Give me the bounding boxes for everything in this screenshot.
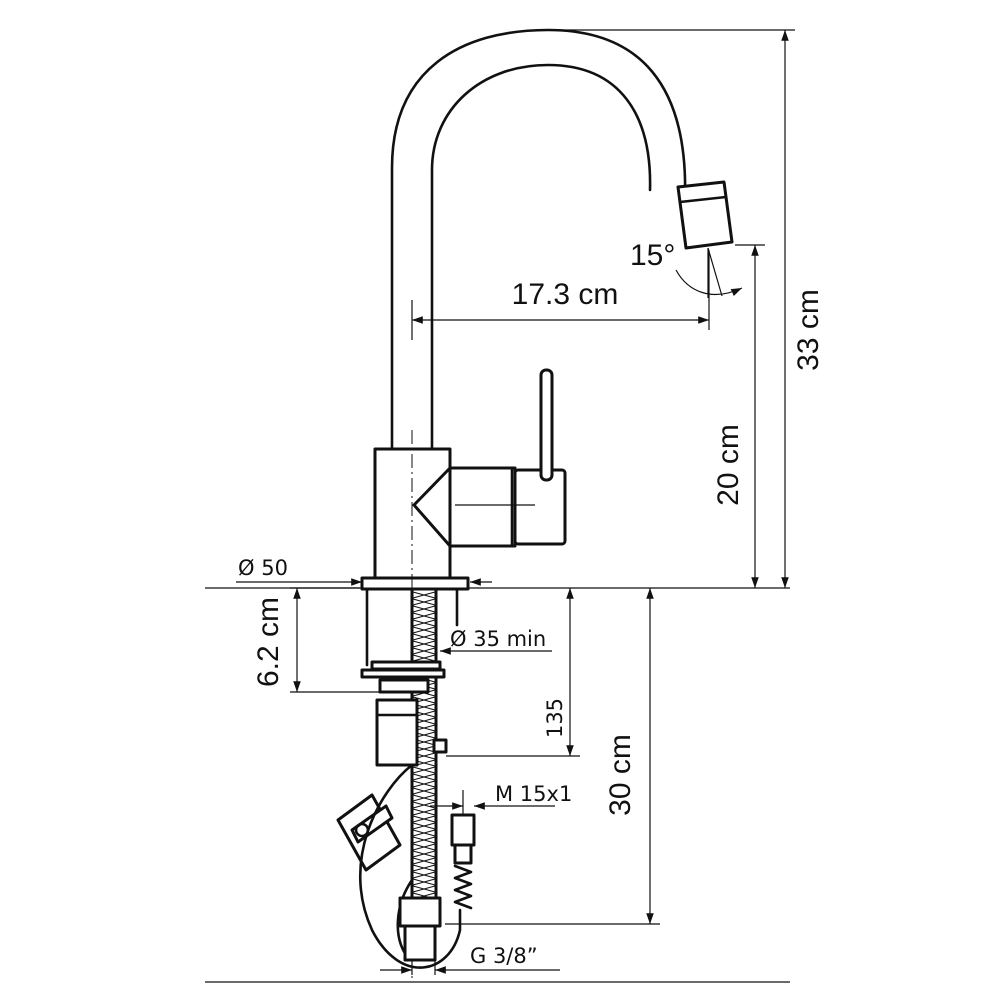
hose-braid-mark — [412, 864, 436, 872]
hose-braid-mark — [412, 885, 436, 893]
hose-braid-mark — [412, 815, 436, 823]
hose-braid-mark — [412, 808, 436, 816]
label-spout-reach: 17.3 cm — [512, 278, 619, 311]
label-hose-thread: M 15x1 — [495, 782, 572, 806]
label-shank-dim: 135 — [543, 698, 567, 738]
spout-outer — [390, 28, 687, 451]
fixing-washer — [370, 660, 442, 671]
hose-braid-mark — [412, 857, 436, 865]
mounting-nut — [375, 698, 419, 767]
hose-loop — [358, 763, 462, 969]
base-plate — [360, 576, 470, 591]
label-hole-diameter: Ø 35 min — [450, 627, 546, 651]
hose-braid-mark — [412, 612, 436, 620]
handle-cartridge — [448, 466, 517, 548]
hose-braid-mark — [412, 843, 436, 851]
lever — [539, 368, 554, 482]
hose-braid-mark — [412, 640, 436, 648]
hose-braid-mark — [412, 829, 436, 837]
label-total-height: 33 cm — [792, 289, 825, 371]
hose-braid-mark — [412, 696, 436, 704]
hose-braid-mark — [412, 591, 436, 599]
hose-braid-mark — [412, 773, 436, 781]
hose-braid-mark — [412, 647, 436, 655]
hose-braid-mark — [412, 801, 436, 809]
supply-hose-nut — [450, 813, 476, 847]
label-shank-length: 6.2 cm — [252, 597, 285, 687]
hose-braid-mark — [412, 871, 436, 879]
hose-braid-mark — [412, 619, 436, 627]
label-base-diameter: Ø 50 — [238, 556, 288, 580]
hose-braid-mark — [412, 780, 436, 788]
hose-braid-mark — [412, 598, 436, 606]
hose-braid-mark — [412, 836, 436, 844]
label-spray-angle: 15° — [630, 239, 675, 272]
dimension-labels: 33 cm 20 cm 17.3 cm 15° Ø 50 Ø 35 min 6.… — [238, 239, 825, 968]
hose-braid-mark — [412, 605, 436, 613]
hose-braid-mark — [412, 633, 436, 641]
under-counter-parts — [205, 587, 790, 983]
faucet-body — [205, 28, 790, 980]
label-connection: G 3/8” — [470, 944, 538, 968]
hose-braid-mark — [412, 794, 436, 802]
hose-braid-mark — [412, 850, 436, 858]
supply-hose-spring — [453, 864, 473, 910]
bottom-connector — [398, 896, 442, 928]
hose-braid-mark — [412, 787, 436, 795]
hose-braid-mark — [412, 878, 436, 886]
spout-inner — [430, 63, 652, 451]
hose-braid-mark — [412, 654, 436, 662]
hose-braid-mark — [412, 766, 436, 774]
hose-braid-mark — [412, 626, 436, 634]
dimension-lines — [236, 29, 795, 975]
label-spout-height: 20 cm — [712, 424, 745, 506]
spray-head — [676, 180, 734, 250]
label-hose-length: 30 cm — [604, 734, 637, 816]
hose-braid-mark — [412, 822, 436, 830]
